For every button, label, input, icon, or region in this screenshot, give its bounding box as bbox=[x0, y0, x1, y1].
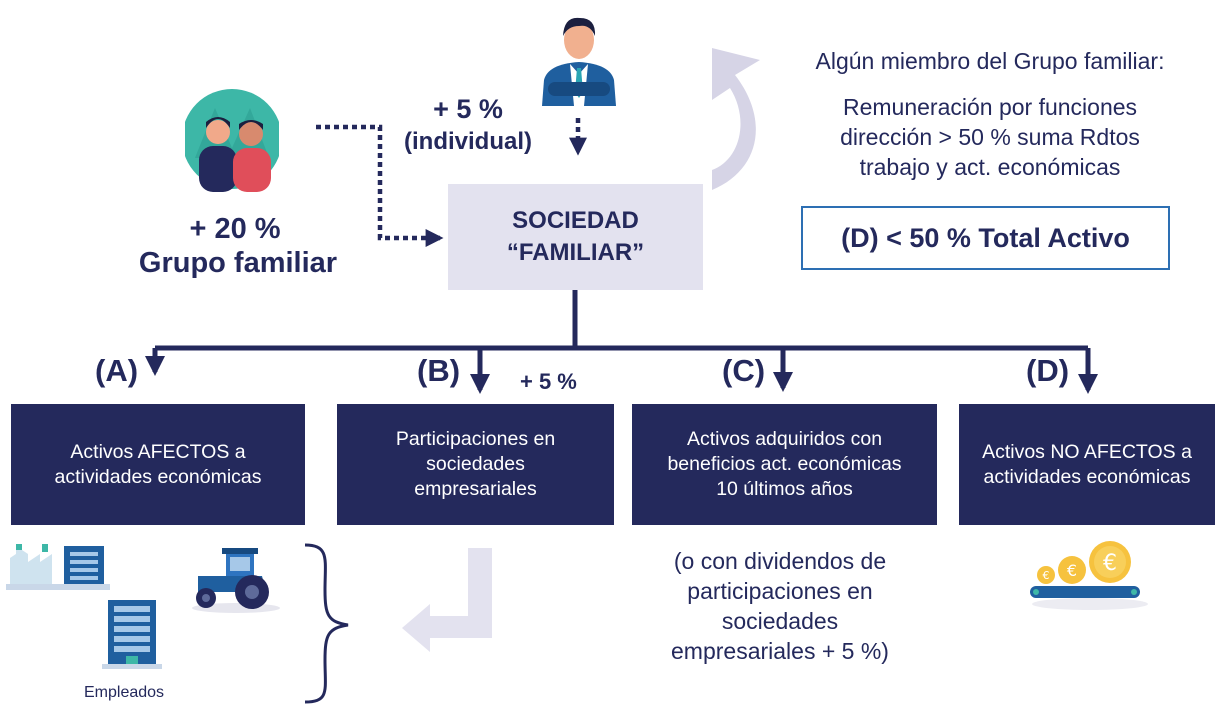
businessman-icon bbox=[538, 10, 620, 106]
category-c-text: Activos adquiridos con beneficios act. e… bbox=[667, 428, 902, 500]
company-name-line1: SOCIEDAD bbox=[512, 207, 639, 234]
office-building-icon bbox=[102, 598, 162, 670]
condition-heading: Algún miembro del Grupo familiar: bbox=[815, 48, 1165, 74]
svg-text:€: € bbox=[1067, 561, 1077, 580]
category-b-note: + 5 % bbox=[520, 369, 577, 394]
family-dotted-arrow bbox=[316, 124, 444, 247]
asset-limit-box: (D) < 50 % Total Activo bbox=[801, 206, 1170, 270]
category-a-letter: (A) bbox=[95, 353, 139, 388]
category-d-letter: (D) bbox=[1026, 353, 1070, 388]
family-label: Grupo familiar bbox=[138, 247, 338, 279]
category-d-box: Activos NO AFECTOS a actividades económi… bbox=[959, 404, 1215, 525]
category-c-footnote: (o con dividendos de participaciones en … bbox=[671, 548, 889, 664]
category-b-text: Participaciones en sociedades empresaria… bbox=[395, 428, 556, 500]
individual-percentage: + 5 % bbox=[433, 94, 503, 124]
svg-text:€: € bbox=[1103, 551, 1117, 576]
category-a-text: Activos AFECTOS a actividades económicas bbox=[54, 440, 262, 488]
employees-label: Empleados bbox=[84, 684, 165, 701]
tree-connector bbox=[145, 290, 1098, 394]
condition-body: Remuneración por funciones dirección > 5… bbox=[840, 94, 1140, 180]
category-b-letter: (B) bbox=[417, 353, 461, 388]
curved-return-arrow bbox=[712, 48, 760, 190]
factory-icon bbox=[6, 540, 110, 598]
category-c-box: Activos adquiridos con beneficios act. e… bbox=[632, 404, 937, 525]
category-c-letter: (C) bbox=[722, 353, 766, 388]
individual-label: (individual) bbox=[404, 128, 532, 155]
category-d-text: Activos NO AFECTOS a actividades económi… bbox=[982, 440, 1192, 488]
company-name-line2: “FAMILIAR” bbox=[506, 239, 645, 266]
tractor-icon bbox=[190, 544, 282, 614]
family-percentage: + 20 % bbox=[189, 213, 281, 245]
grouping-brace bbox=[304, 543, 349, 704]
category-b-box: Participaciones en sociedades empresaria… bbox=[337, 404, 614, 525]
euro-coins-icon: € € € bbox=[1028, 540, 1152, 612]
category-a-box: Activos AFECTOS a actividades económicas bbox=[11, 404, 305, 525]
light-elbow-arrow bbox=[402, 548, 492, 652]
family-group-icon bbox=[185, 88, 279, 196]
company-box: SOCIEDAD “FAMILIAR” bbox=[448, 184, 703, 290]
svg-text:€: € bbox=[1043, 569, 1050, 582]
